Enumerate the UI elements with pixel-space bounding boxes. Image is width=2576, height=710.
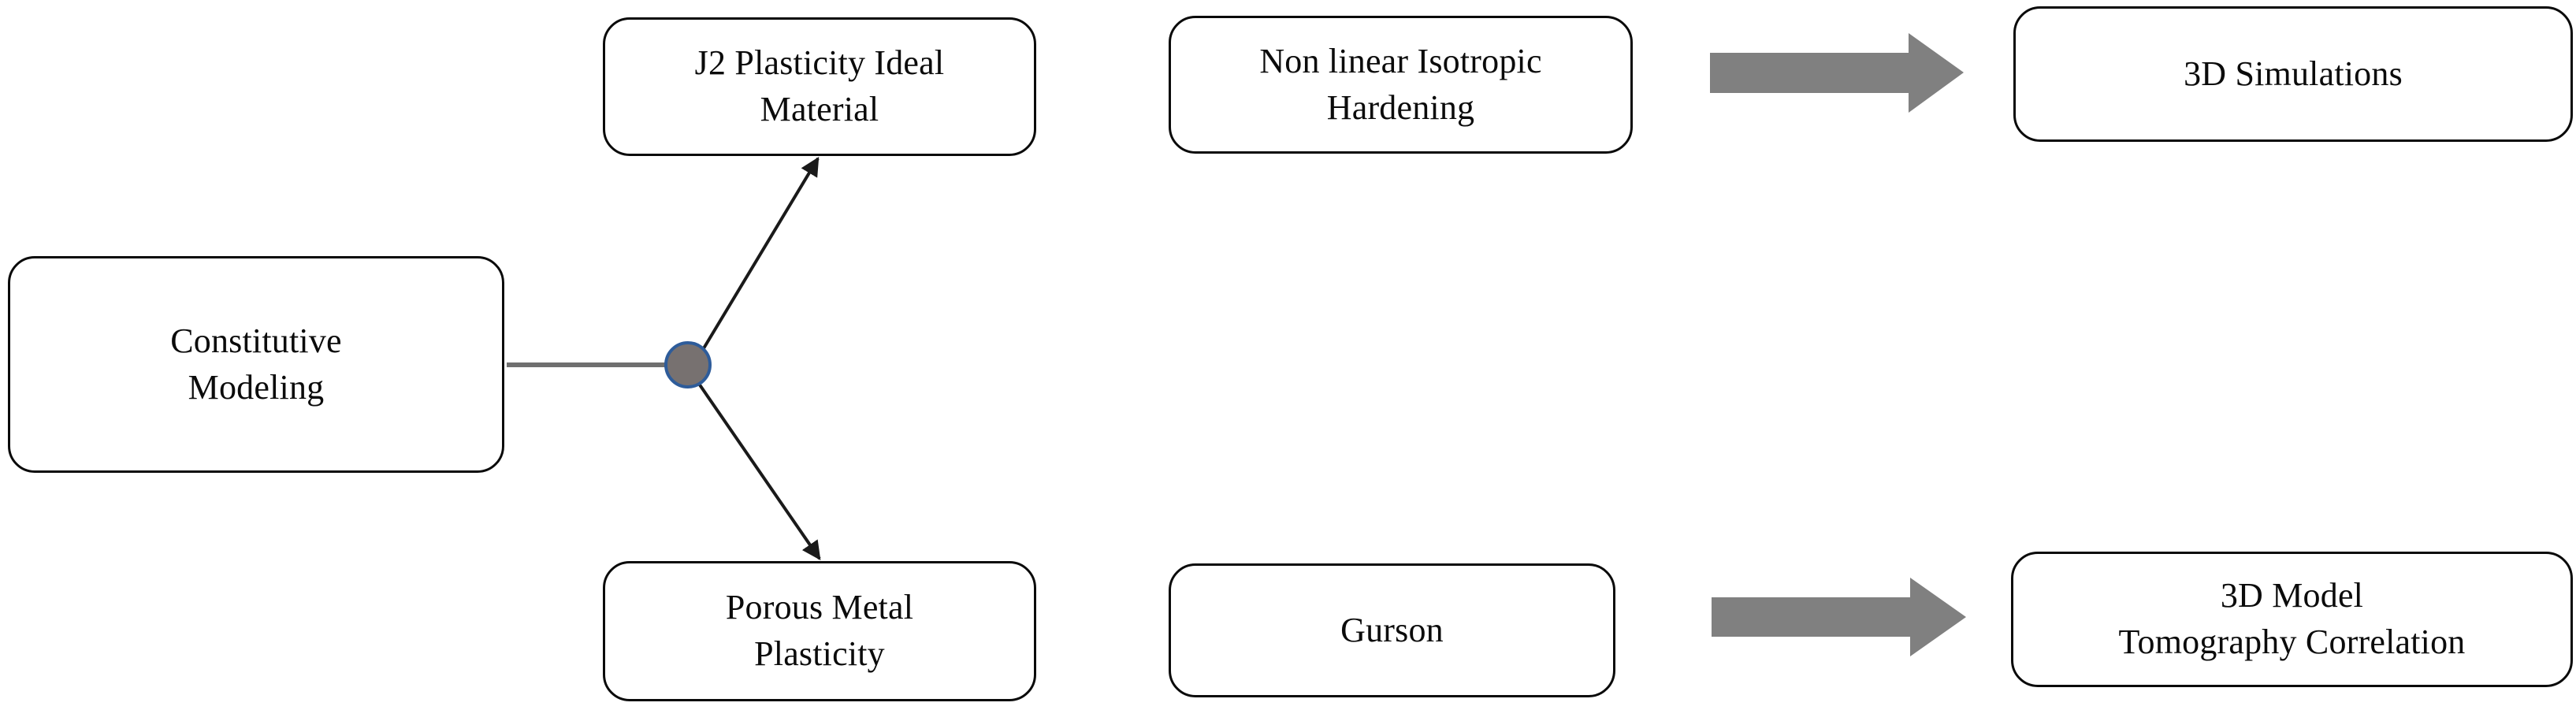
node-j2-plasticity-ideal-material[interactable]: J2 Plasticity Ideal Material xyxy=(603,17,1036,156)
block-arrow-gurson-to-3dmodel xyxy=(1712,578,1966,656)
node-non-linear-isotropic-hardening[interactable]: Non linear Isotropic Hardening xyxy=(1169,16,1633,154)
node-3d-simulations[interactable]: 3D Simulations xyxy=(2013,6,2573,142)
node-gurson[interactable]: Gurson xyxy=(1169,563,1615,697)
node-porous-metal-plasticity[interactable]: Porous Metal Plasticity xyxy=(603,561,1036,701)
block-arrow-nonlinear-to-3dsim xyxy=(1710,33,1964,113)
branch-hub-node[interactable] xyxy=(664,341,712,388)
connector-hub-to-porous xyxy=(697,382,821,560)
node-constitutive-modeling[interactable]: Constitutive Modeling xyxy=(8,256,504,473)
node-3d-model-tomography-correlation[interactable]: 3D Model Tomography Correlation xyxy=(2011,552,2573,687)
connector-hub-to-j2 xyxy=(702,156,820,350)
